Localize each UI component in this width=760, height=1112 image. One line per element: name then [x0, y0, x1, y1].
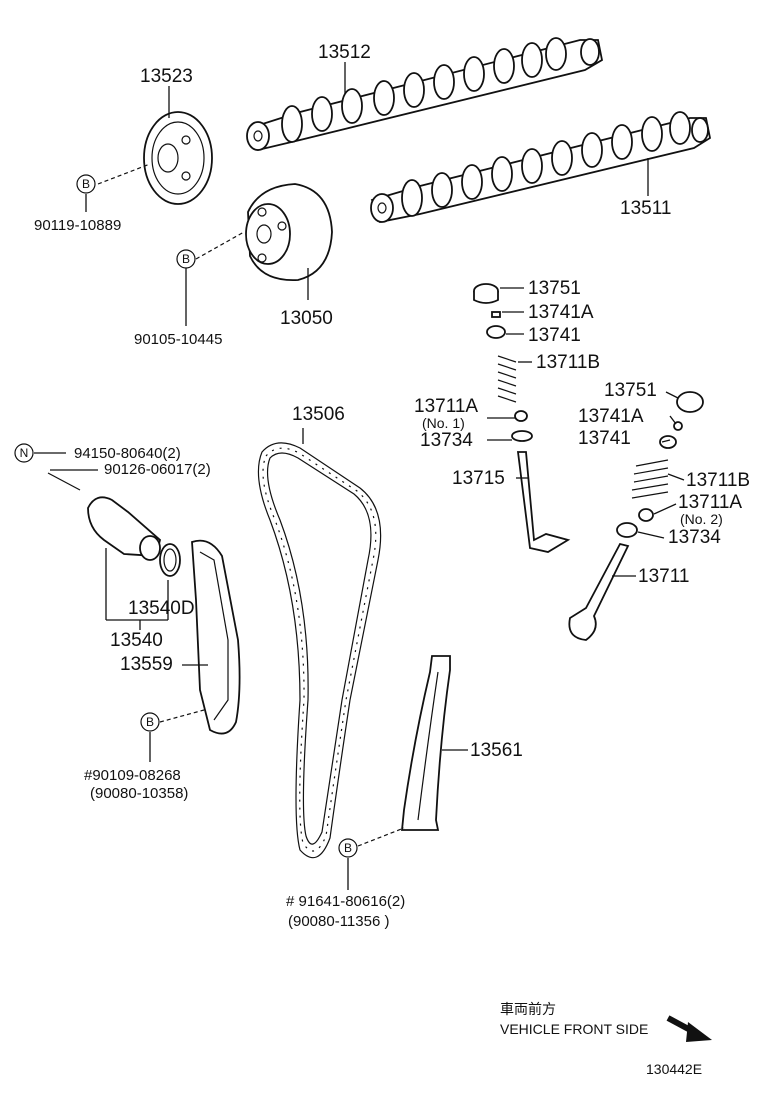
label-no1: (No. 1)	[422, 415, 465, 431]
label-90109-08268: #90109-08268	[84, 767, 181, 784]
label-13711a-left: 13711A	[414, 396, 478, 417]
leader-lines	[34, 62, 685, 890]
label-13540d: 13540D	[128, 598, 195, 619]
marker-b-4: B	[338, 838, 358, 858]
vvt-unit-13050	[245, 183, 333, 281]
label-13711b-left: 13711B	[536, 352, 600, 373]
camshaft-13511	[370, 111, 712, 224]
valve-train-left	[473, 283, 571, 553]
label-13711a-right: 13711A	[678, 492, 742, 513]
label-13715: 13715	[452, 468, 505, 489]
marker-n: N	[14, 443, 34, 463]
camshaft-13512	[246, 37, 604, 152]
label-no2: (No. 2)	[680, 511, 723, 527]
marker-b-3-label: B	[146, 715, 154, 729]
label-13711b-right: 13711B	[686, 470, 750, 491]
label-13751-right: 13751	[604, 380, 657, 401]
label-90126-06017: 90126-06017(2)	[104, 461, 211, 478]
direction-japanese: 車両前方	[500, 1001, 556, 1017]
label-94150-80640: 94150-80640(2)	[74, 445, 181, 462]
direction-english: VEHICLE FRONT SIDE	[500, 1021, 648, 1037]
label-13050: 13050	[280, 308, 333, 329]
arrow-down-right-icon	[666, 1015, 712, 1042]
sprocket-13523	[143, 111, 213, 205]
label-13741-left: 13741	[528, 325, 581, 346]
chain-guide-13561	[401, 655, 451, 831]
marker-n-label: N	[20, 446, 29, 460]
label-13741a-right: 13741A	[578, 406, 644, 427]
label-13523: 13523	[140, 66, 193, 87]
label-13751-left: 13751	[528, 278, 581, 299]
valve-train-right	[568, 391, 704, 641]
marker-b-1-label: B	[82, 177, 90, 191]
marker-b-1: B	[76, 174, 96, 194]
tensioner-slipper-13559	[191, 539, 241, 735]
label-13512: 13512	[318, 42, 371, 63]
timing-chain-13506	[257, 442, 382, 859]
label-90080-11356: (90080-11356 )	[288, 913, 389, 930]
label-13506: 13506	[292, 404, 345, 425]
label-90119-10889: 90119-10889	[34, 217, 121, 234]
chain-tensioner-13540	[47, 472, 181, 577]
label-90080-10358: (90080-10358)	[90, 785, 188, 802]
label-13559: 13559	[120, 654, 173, 675]
label-13540: 13540	[110, 630, 163, 651]
label-90105-10445: 90105-10445	[134, 331, 222, 348]
marker-b-2-label: B	[182, 252, 190, 266]
figure-id: 130442E	[646, 1061, 702, 1077]
label-13561: 13561	[470, 740, 523, 761]
marker-b-4-label: B	[344, 841, 352, 855]
label-13741a-left: 13741A	[528, 302, 594, 323]
label-13734-left: 13734	[420, 430, 473, 451]
label-13734-right: 13734	[668, 527, 721, 548]
label-13511: 13511	[620, 198, 671, 219]
label-13741-right: 13741	[578, 428, 631, 449]
label-91641-80616: # 91641-80616(2)	[286, 893, 405, 910]
marker-b-2: B	[176, 249, 196, 269]
label-13711: 13711	[638, 566, 689, 587]
marker-b-3: B	[140, 712, 160, 732]
